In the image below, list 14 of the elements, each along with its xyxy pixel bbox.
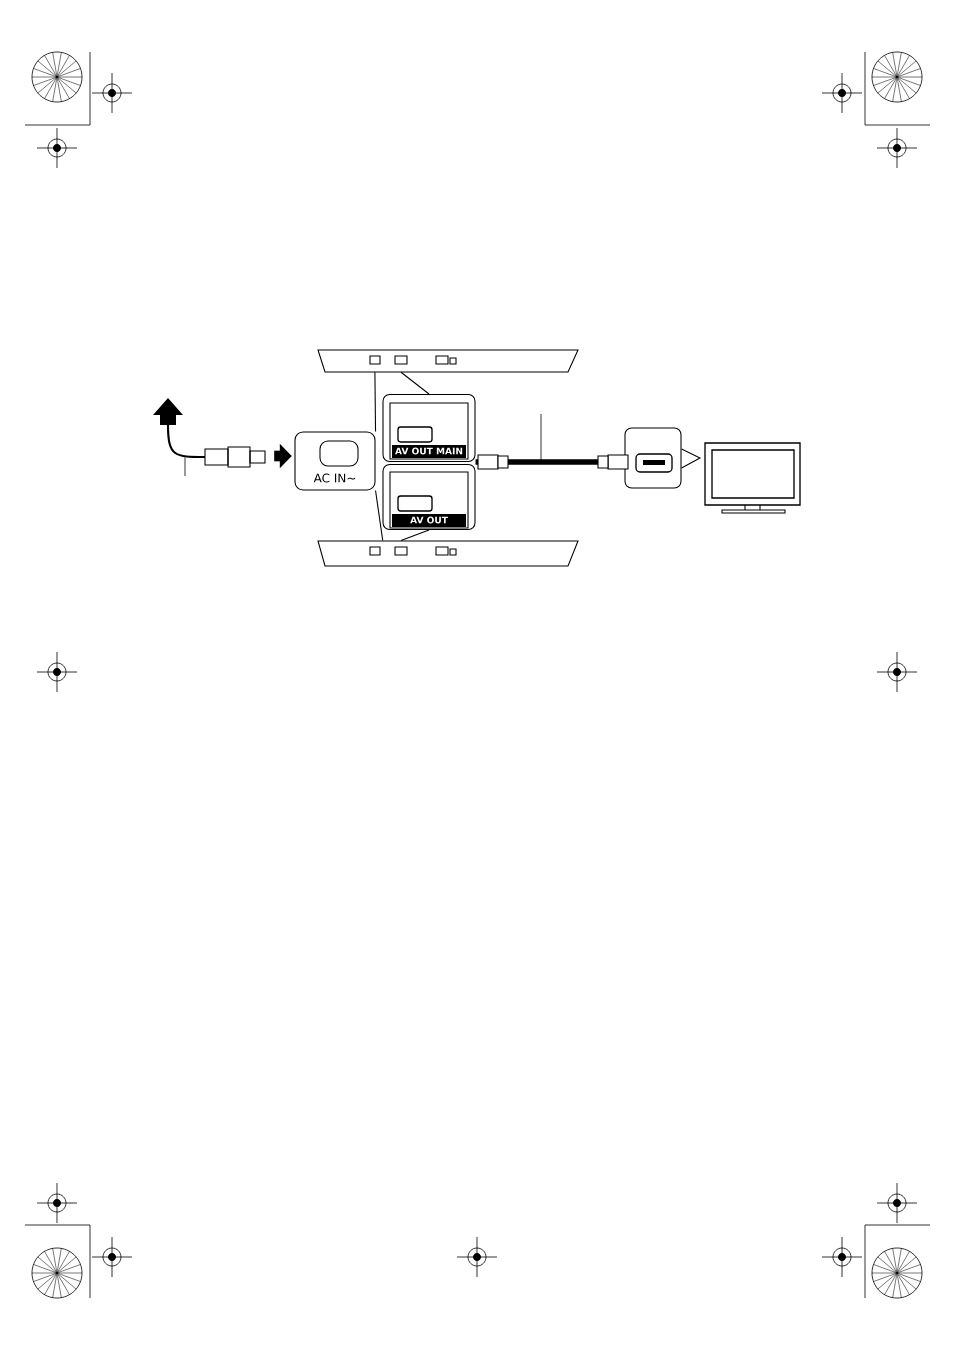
plug-drawing	[166, 424, 266, 468]
callout-pointer	[681, 448, 702, 469]
cable-drawing	[475, 454, 629, 470]
callout-box: AV OUT	[382, 463, 476, 531]
callout-line	[374, 371, 377, 432]
callout-box	[624, 427, 682, 489]
player-drawing	[317, 349, 579, 373]
callout-box: AC IN∼	[294, 431, 376, 491]
tv-drawing	[704, 442, 801, 514]
callout-line	[375, 490, 384, 541]
player-drawing	[317, 540, 579, 567]
callout-line	[400, 529, 430, 541]
leader-line	[184, 457, 186, 477]
callout-box: AV OUT MAIN	[382, 393, 476, 463]
